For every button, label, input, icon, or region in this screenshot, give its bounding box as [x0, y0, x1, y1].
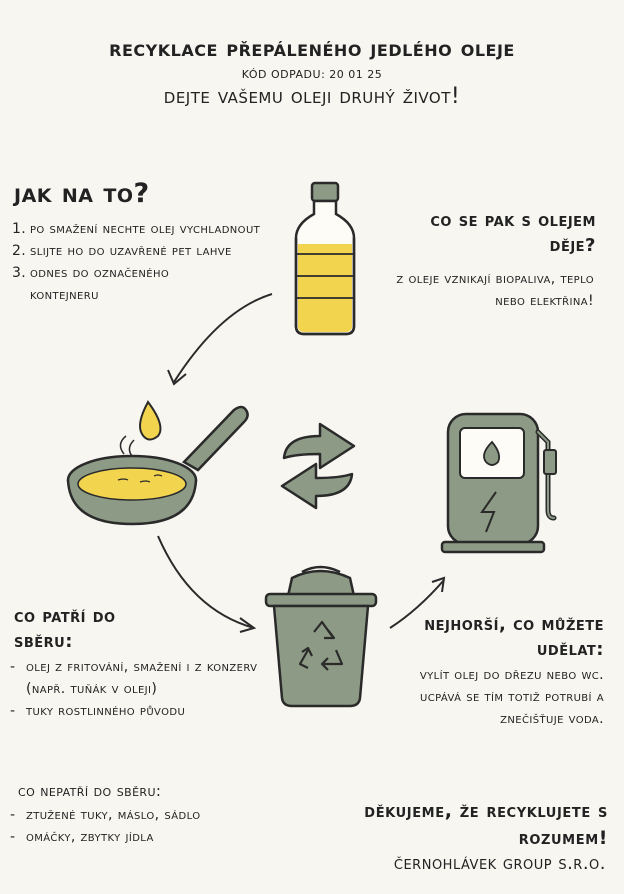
- arrow-icon: [389, 576, 446, 629]
- how-step: 2.slijte ho do uzavřené pet lahve: [12, 243, 232, 259]
- fuel-pump-icon: [440, 412, 557, 554]
- belongs-list: olej z fritování, smažení i z konzerv (n…: [8, 656, 258, 722]
- after-text: z oleje vznikají biopaliva, teplo nebo e…: [396, 271, 594, 309]
- after-heading: co se pak s olejem děje?: [430, 210, 596, 256]
- oil-bottle-icon: [294, 181, 356, 336]
- how-steps: 1.po smažení nechte olej vychladnout 2.s…: [12, 218, 272, 306]
- slogan: dejte vašemu oleji druhý život!: [163, 84, 461, 109]
- worst-heading: nejhorší, co můžete udělat:: [424, 614, 604, 660]
- not-belongs-heading: co nepatří do sběru:: [18, 782, 162, 800]
- how-step: 3.odnes do označeného kontejneru: [12, 265, 170, 303]
- list-item: omáčky, zbytky jídla: [8, 826, 248, 848]
- worst-text: vylít olej do dřezu nebo wc. ucpává se t…: [419, 667, 604, 727]
- list-item: ztužené tuky, máslo, sádlo: [8, 804, 226, 826]
- how-heading: jak na to?: [14, 178, 150, 209]
- arrow-icon: [157, 535, 257, 633]
- company-name: černohlávek group s.r.o.: [393, 853, 606, 874]
- arrow-icon: [167, 293, 273, 386]
- page-title: recyklace přepáleného jedlého oleje: [109, 36, 515, 62]
- how-step: 1.po smažení nechte olej vychladnout: [12, 221, 261, 237]
- recycle-arrows-icon: [280, 422, 356, 510]
- not-belongs-list: ztužené tuky, máslo, sádlo omáčky, zbytk…: [8, 804, 248, 848]
- frying-pan-icon: [66, 400, 249, 526]
- recycling-bin-icon: [264, 565, 378, 708]
- list-item: olej z fritování, smažení i z konzerv (n…: [8, 656, 258, 700]
- waste-code: KÓD ODPADU: 20 01 25: [241, 68, 383, 81]
- list-item: tuky rostlinného původu: [8, 700, 236, 722]
- belongs-heading: co patří do sběru:: [14, 606, 116, 652]
- thanks-text: děkujeme, že recyklujete s rozumem!: [364, 800, 608, 849]
